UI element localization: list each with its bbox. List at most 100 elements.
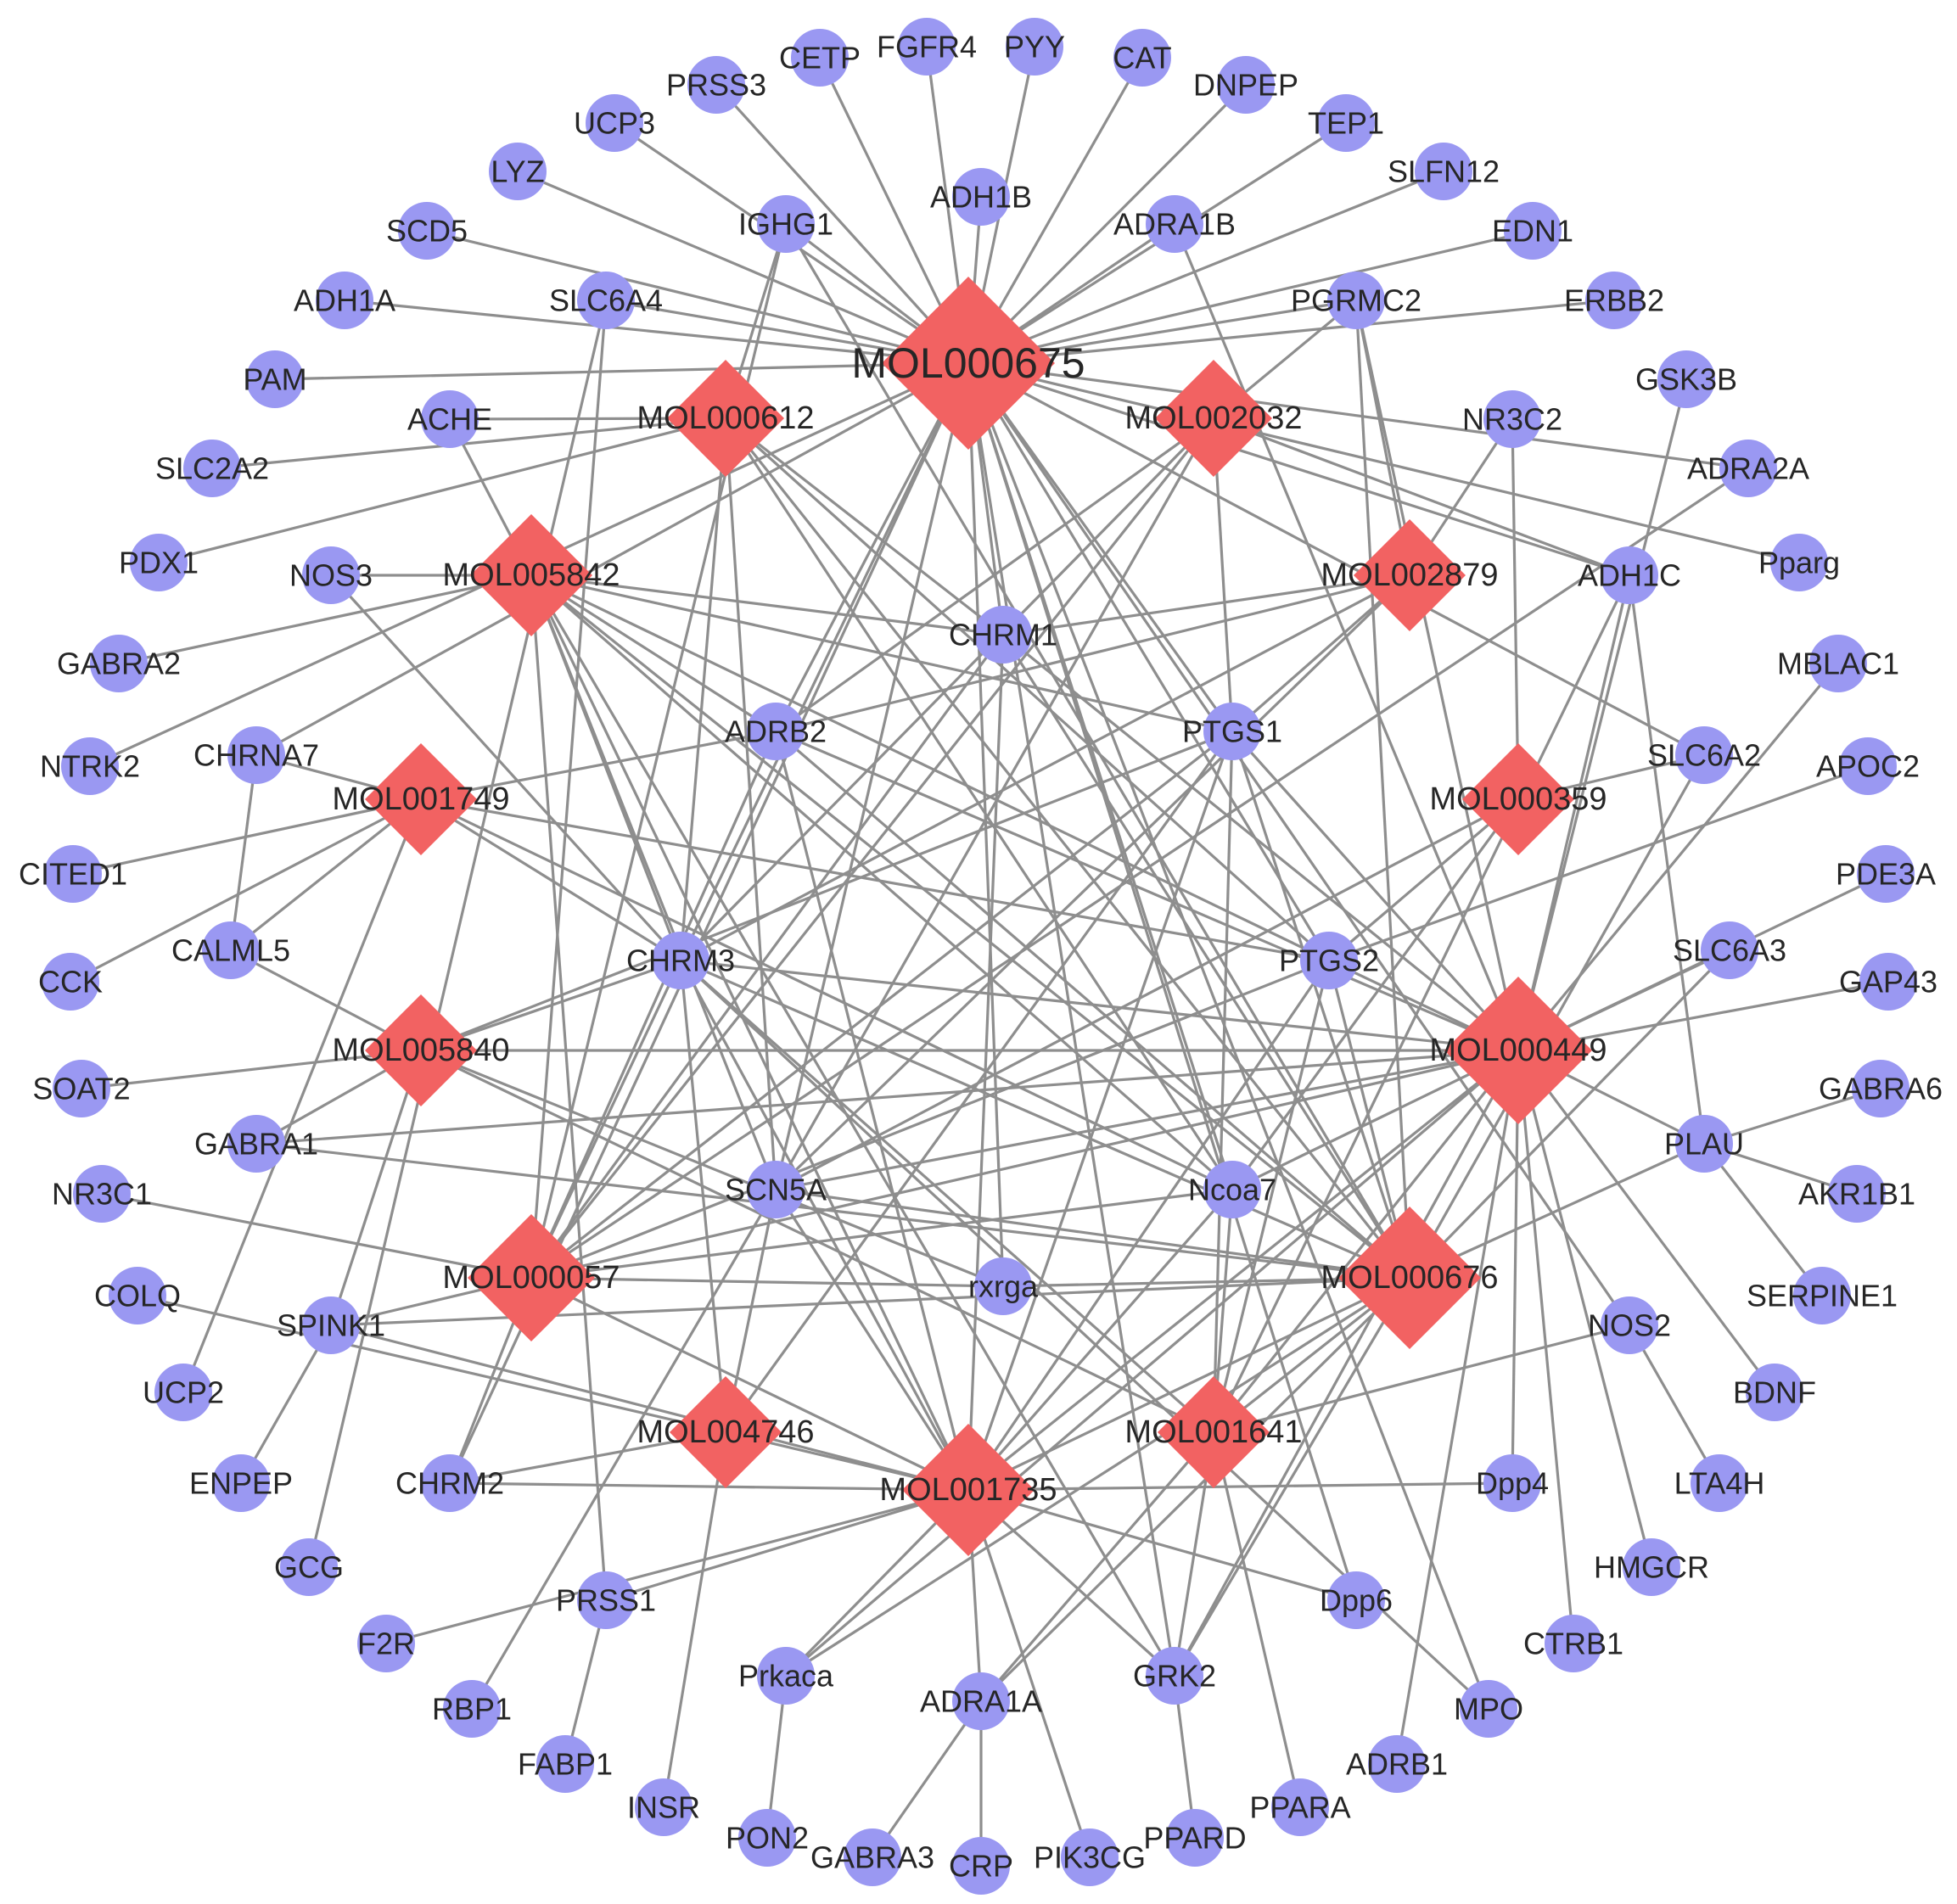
node-ighg1[interactable] bbox=[757, 195, 815, 253]
node-cited1[interactable] bbox=[44, 845, 102, 903]
node-calml5[interactable] bbox=[202, 921, 260, 979]
node-prss3[interactable] bbox=[687, 56, 745, 114]
node-crp[interactable] bbox=[952, 1837, 1010, 1895]
node-serpine1[interactable] bbox=[1793, 1267, 1851, 1324]
node-prkaca[interactable] bbox=[757, 1647, 815, 1705]
node-ncoa7[interactable] bbox=[1203, 1161, 1261, 1218]
node-dpp4[interactable] bbox=[1483, 1454, 1541, 1512]
node-enpep[interactable] bbox=[212, 1454, 270, 1512]
node-mol001641[interactable] bbox=[1158, 1376, 1270, 1488]
node-chrm1[interactable] bbox=[974, 606, 1032, 664]
node-spink1[interactable] bbox=[302, 1296, 360, 1354]
node-erbb2[interactable] bbox=[1585, 272, 1643, 329]
node-pyy[interactable] bbox=[1006, 18, 1063, 76]
node-slc2a2[interactable] bbox=[183, 440, 241, 497]
node-mol000449[interactable] bbox=[1444, 977, 1592, 1124]
node-mol002032[interactable] bbox=[1155, 360, 1272, 477]
node-adh1c[interactable] bbox=[1601, 546, 1658, 604]
node-mol000612[interactable] bbox=[667, 360, 784, 477]
node-apoc2[interactable] bbox=[1839, 737, 1897, 795]
node-mol002879[interactable] bbox=[1354, 519, 1466, 631]
node-slfn12[interactable] bbox=[1415, 143, 1472, 200]
node-rxrga[interactable] bbox=[974, 1257, 1032, 1315]
node-gabra2[interactable] bbox=[90, 635, 148, 692]
node-hmgcr[interactable] bbox=[1623, 1538, 1680, 1596]
node-ache[interactable] bbox=[421, 390, 479, 448]
node-adra2a[interactable] bbox=[1719, 440, 1777, 497]
node-gap43[interactable] bbox=[1859, 953, 1917, 1011]
node-slc6a3[interactable] bbox=[1701, 921, 1758, 979]
node-mol005840[interactable] bbox=[365, 994, 477, 1106]
node-mol000676[interactable] bbox=[1338, 1207, 1481, 1349]
node-prss1[interactable] bbox=[577, 1571, 635, 1629]
node-fgfr4[interactable] bbox=[898, 18, 956, 76]
node-pon2[interactable] bbox=[738, 1809, 796, 1867]
node-insr[interactable] bbox=[635, 1778, 693, 1836]
node-gcg[interactable] bbox=[280, 1538, 338, 1596]
node-adh1b[interactable] bbox=[952, 168, 1010, 226]
node-scn5a[interactable] bbox=[747, 1161, 805, 1218]
node-nr3c2[interactable] bbox=[1483, 390, 1541, 448]
edge-mol001735-f2r bbox=[385, 1488, 969, 1645]
node-slc6a4[interactable] bbox=[577, 272, 635, 329]
node-fabp1[interactable] bbox=[536, 1735, 594, 1793]
node-mol000359[interactable] bbox=[1462, 743, 1574, 855]
node-mol005842[interactable] bbox=[470, 514, 592, 636]
node-gabra1[interactable] bbox=[227, 1115, 285, 1173]
node-cck[interactable] bbox=[42, 953, 99, 1011]
node-pde3a[interactable] bbox=[1857, 845, 1915, 903]
node-plau[interactable] bbox=[1675, 1115, 1733, 1173]
node-f2r[interactable] bbox=[357, 1615, 415, 1672]
node-scd5[interactable] bbox=[398, 202, 456, 260]
node-akr1b1[interactable] bbox=[1828, 1165, 1886, 1223]
node-lyz[interactable] bbox=[489, 143, 547, 200]
node-dnpep[interactable] bbox=[1217, 56, 1275, 114]
node-gabra3[interactable] bbox=[844, 1828, 901, 1886]
node-mpo[interactable] bbox=[1460, 1680, 1517, 1738]
node-adra1b[interactable] bbox=[1146, 195, 1203, 253]
node-adra1a[interactable] bbox=[952, 1672, 1010, 1730]
node-mol001749[interactable] bbox=[365, 743, 477, 855]
node-lta4h[interactable] bbox=[1691, 1454, 1748, 1512]
node-cetp[interactable] bbox=[791, 29, 849, 87]
node-mol000675[interactable] bbox=[882, 277, 1055, 450]
node-grk2[interactable] bbox=[1146, 1647, 1203, 1705]
node-adrb2[interactable] bbox=[747, 703, 805, 760]
node-ppard[interactable] bbox=[1166, 1809, 1224, 1867]
node-mol000057[interactable] bbox=[468, 1214, 595, 1341]
node-ctrb1[interactable] bbox=[1545, 1615, 1602, 1672]
node-dpp6[interactable] bbox=[1327, 1571, 1385, 1629]
node-mol004746[interactable] bbox=[670, 1376, 782, 1488]
node-edn1[interactable] bbox=[1504, 202, 1562, 260]
node-soat2[interactable] bbox=[53, 1060, 110, 1117]
node-adh1a[interactable] bbox=[316, 272, 373, 329]
node-ucp2[interactable] bbox=[154, 1364, 212, 1421]
node-pgrmc2[interactable] bbox=[1327, 272, 1385, 329]
node-slc6a2[interactable] bbox=[1675, 726, 1733, 784]
node-chrna7[interactable] bbox=[227, 726, 285, 784]
node-rbp1[interactable] bbox=[443, 1680, 501, 1738]
node-ntrk2[interactable] bbox=[61, 737, 119, 795]
node-nr3c1[interactable] bbox=[73, 1165, 131, 1223]
node-pdx1[interactable] bbox=[130, 534, 188, 591]
node-chrm3[interactable] bbox=[652, 932, 709, 989]
node-gabra6[interactable] bbox=[1852, 1060, 1909, 1117]
node-ppara[interactable] bbox=[1271, 1778, 1329, 1836]
node-nos2[interactable] bbox=[1601, 1296, 1658, 1354]
node-pam[interactable] bbox=[246, 350, 304, 408]
node-ucp3[interactable] bbox=[586, 94, 643, 152]
node-nos3[interactable] bbox=[302, 546, 360, 604]
node-mblac1[interactable] bbox=[1809, 635, 1867, 692]
node-chrm2[interactable] bbox=[421, 1454, 479, 1512]
node-mol001735[interactable] bbox=[902, 1424, 1035, 1556]
node-adrb1[interactable] bbox=[1368, 1735, 1426, 1793]
node-bdnf[interactable] bbox=[1746, 1364, 1803, 1421]
node-pparg[interactable] bbox=[1770, 534, 1828, 591]
node-pik3cg[interactable] bbox=[1061, 1828, 1119, 1886]
node-cat[interactable] bbox=[1113, 29, 1171, 87]
node-tep1[interactable] bbox=[1317, 94, 1375, 152]
node-ptgs2[interactable] bbox=[1300, 932, 1358, 989]
node-colq[interactable] bbox=[109, 1267, 166, 1324]
node-ptgs1[interactable] bbox=[1203, 703, 1261, 760]
node-gsk3b[interactable] bbox=[1657, 350, 1715, 408]
